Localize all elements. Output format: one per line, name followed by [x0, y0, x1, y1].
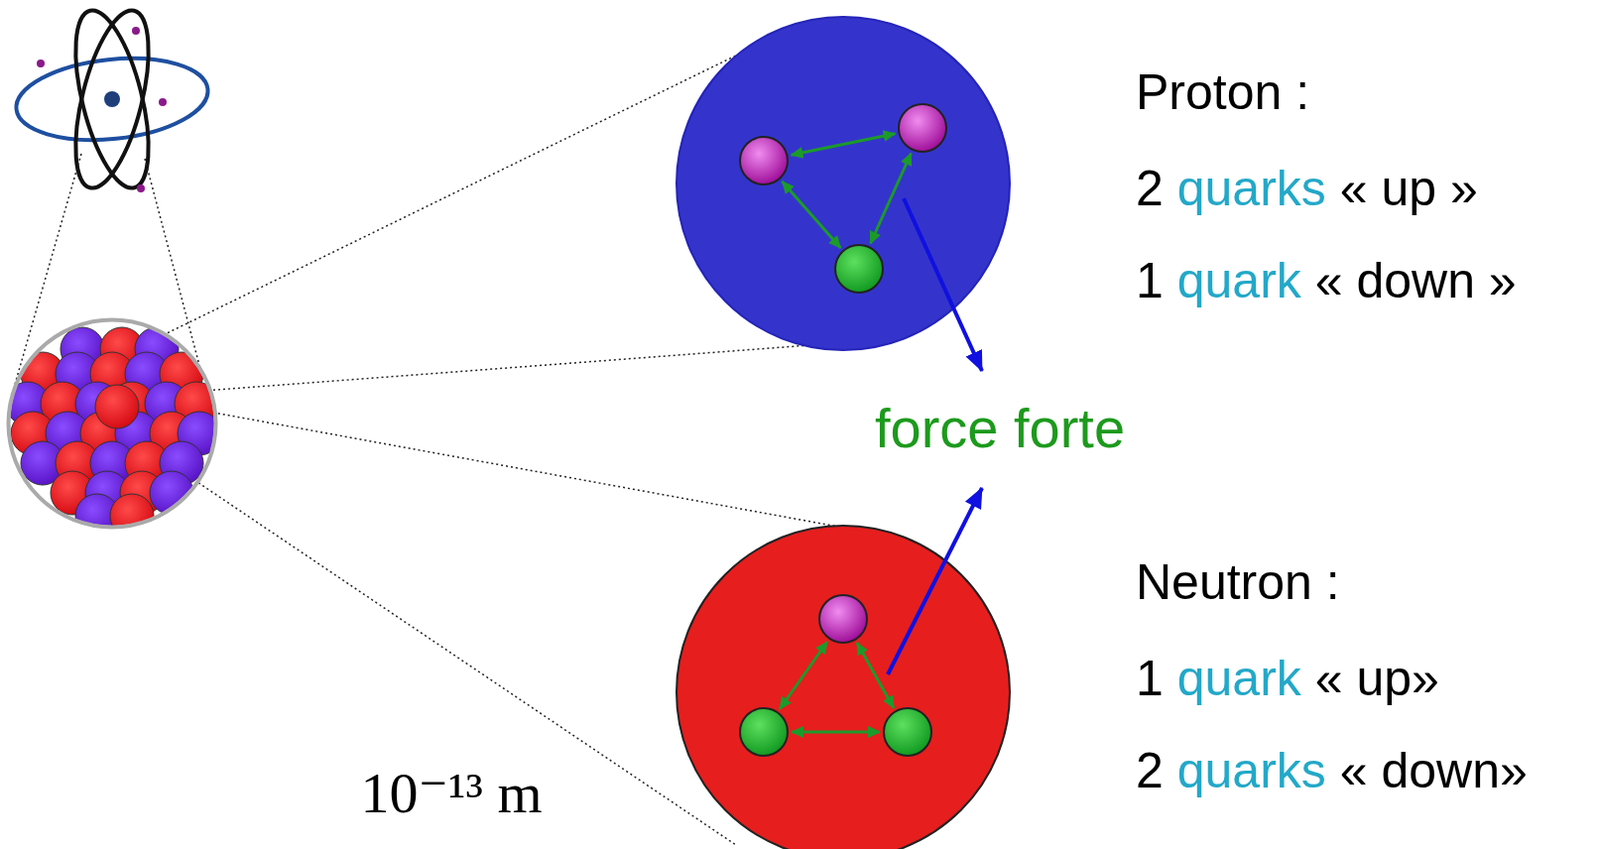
gluon-arrows: [782, 133, 912, 248]
term-highlight: quarks: [1177, 160, 1327, 217]
zoom-lines: [11, 33, 871, 846]
quark-dots: [739, 104, 947, 293]
particle-title: Proton :: [1135, 62, 1310, 123]
quark-count: 2 quarks « down»: [1135, 740, 1528, 801]
term-highlight: quark: [1177, 252, 1302, 309]
quark-count: 2 quarks « up »: [1135, 158, 1478, 219]
electron-dots: [36, 26, 167, 193]
nucleus-cluster: [5, 319, 222, 538]
force-label: force forte: [874, 394, 1125, 462]
particle-title: Neutron :: [1135, 552, 1341, 613]
neutron-circle: [676, 525, 1010, 849]
atom-symbol: [11, 2, 212, 195]
term-highlight: quark: [1177, 650, 1302, 707]
proton-circle: [676, 16, 1010, 351]
scale-label: 10⁻¹³ m: [360, 758, 542, 829]
quark-count: 1 quark « up»: [1135, 648, 1440, 709]
term-highlight: quarks: [1177, 742, 1327, 799]
atom-nucleus: [104, 91, 121, 108]
quark-dots: [739, 595, 932, 756]
quark-count: 1 quark « down »: [1135, 250, 1517, 311]
gluon-arrows: [779, 641, 894, 733]
